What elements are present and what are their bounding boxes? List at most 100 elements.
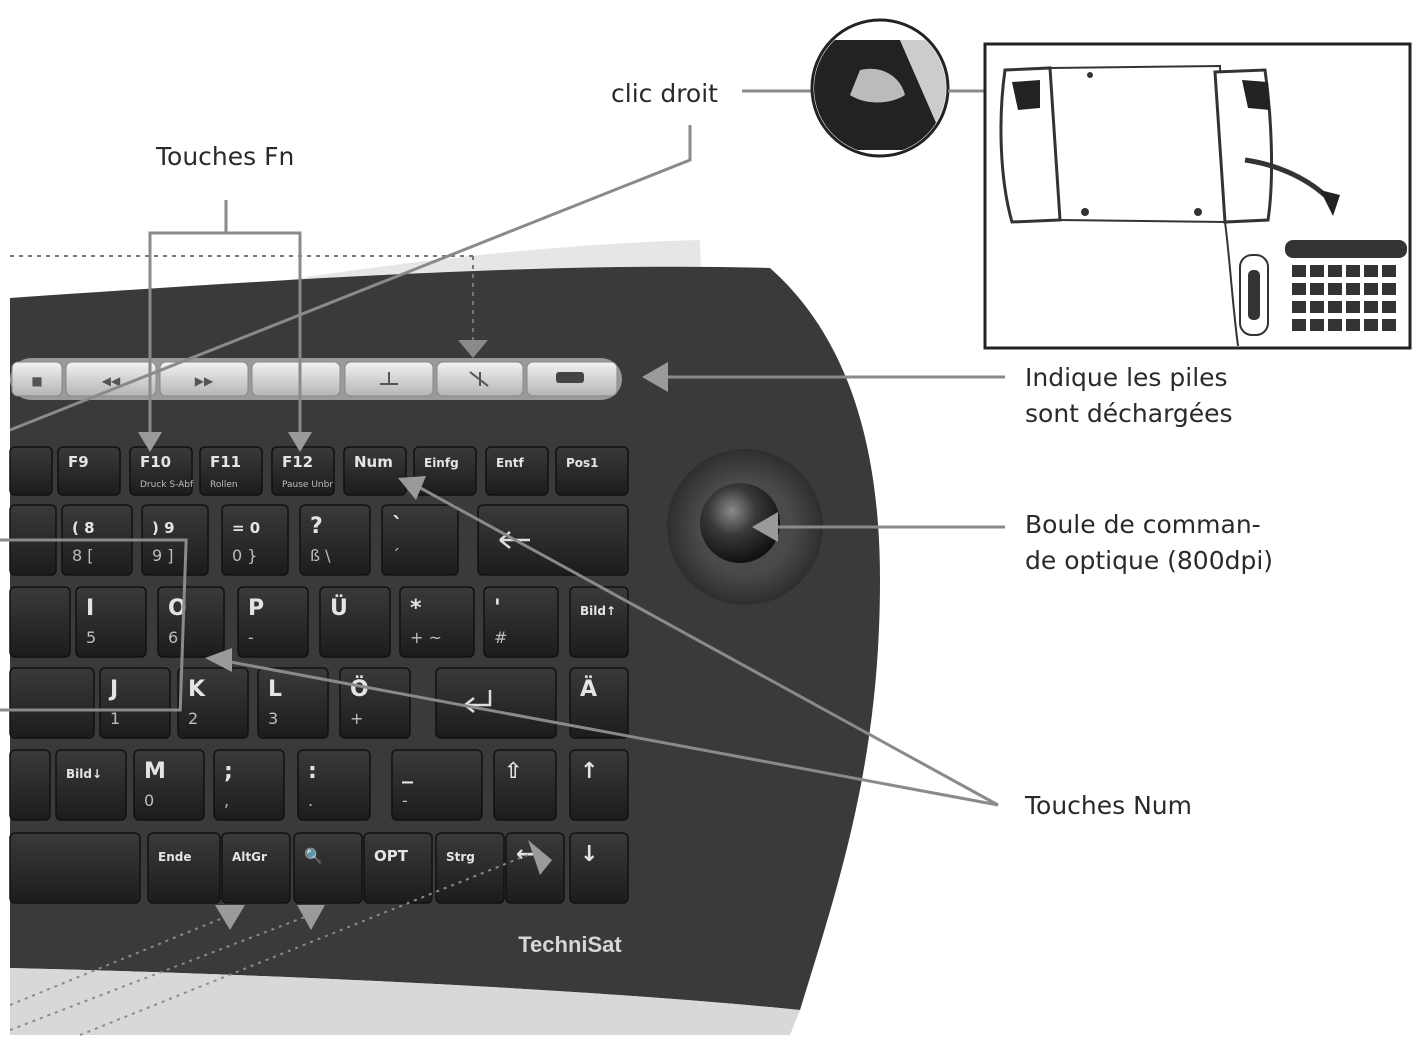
key-sublabel: 3 (268, 709, 278, 728)
key-label: M (144, 759, 166, 784)
key-comma[interactable]: ;, (213, 749, 285, 821)
key-p[interactable]: P- (237, 586, 309, 658)
key-ae[interactable]: Ä (569, 667, 629, 739)
key-label: ← (516, 842, 534, 867)
key-label: Ü (330, 595, 348, 621)
key-altgr[interactable]: AltGr (221, 832, 291, 904)
key-einfg[interactable]: Einfg (413, 446, 477, 496)
media-key-3[interactable] (251, 361, 341, 397)
arrow-num-cluster (205, 648, 232, 672)
key-sz[interactable]: ? ß \ (299, 504, 371, 576)
key-bildup[interactable]: Bild↑ (569, 586, 629, 658)
key-label: K (188, 677, 206, 702)
media-key-2[interactable]: ▶▶ (159, 361, 249, 397)
arrow-down-key (528, 840, 552, 875)
key-num[interactable]: Num (343, 446, 407, 496)
key-0[interactable]: = 00 } (221, 504, 289, 576)
key-label: ` (392, 514, 403, 539)
fn-bracket-left (148, 200, 228, 440)
partial-key-4[interactable] (9, 667, 95, 739)
partial-key-1[interactable] (9, 446, 53, 496)
key-down[interactable]: ↓ (569, 832, 629, 904)
arrow-num-key (398, 476, 426, 500)
key-bilddown[interactable]: Bild↓ (55, 749, 127, 821)
callout-touches-fn: Touches Fn (156, 142, 295, 171)
key-sublabel: ß \ (310, 546, 331, 565)
key-j[interactable]: J1 (99, 667, 171, 739)
key-minus[interactable]: _- (391, 749, 483, 821)
key-sublabel: # (494, 628, 507, 647)
backspace-key[interactable] (477, 504, 629, 576)
enter-key[interactable] (435, 667, 557, 739)
key-label: ( 8 (72, 519, 95, 537)
key-label: Ende (158, 850, 191, 864)
key-o[interactable]: O6 (157, 586, 225, 658)
key-i[interactable]: I5 (75, 586, 147, 658)
key-strg[interactable]: Strg (435, 832, 505, 904)
callout-clic-droit: clic droit (611, 79, 718, 108)
key-k[interactable]: K2 (177, 667, 249, 739)
partial-key-5[interactable] (9, 749, 51, 821)
key-f9[interactable]: F9 (57, 446, 121, 496)
key-accent[interactable]: `´ (381, 504, 459, 576)
media-key-1[interactable]: ◀◀ (65, 361, 157, 397)
mute-icon (469, 371, 489, 387)
key-opt[interactable]: OPT (363, 832, 433, 904)
media-key-0[interactable]: ■ (11, 361, 63, 397)
key-label: Bild↑ (580, 604, 616, 618)
key-label: P (248, 596, 264, 621)
key-sublabel: 0 (144, 791, 154, 810)
key-label: Einfg (424, 456, 459, 470)
key-entf[interactable]: Entf (485, 446, 549, 496)
key-label: ' (494, 596, 501, 621)
zoom-circle (810, 18, 950, 158)
arrow-altgr (215, 905, 245, 930)
key-sublabel: 8 [ (72, 546, 94, 565)
key-label: L (268, 677, 282, 702)
key-sublabel: . (308, 791, 313, 810)
arrow-trackball (752, 512, 778, 542)
callout-touches-num: Touches Num (1025, 791, 1193, 820)
callout-trackball-line2: de optique (800dpi) (1025, 546, 1274, 575)
partial-key-3[interactable] (9, 586, 71, 658)
key-sublabel: - (248, 628, 254, 647)
battery-inset-figure (983, 42, 1412, 350)
callout-battery-line2: sont déchargées (1025, 399, 1233, 428)
key-sublabel: + ~ (410, 628, 442, 647)
space-key[interactable] (9, 832, 141, 904)
key-label: ? (310, 514, 323, 539)
key-m[interactable]: M0 (133, 749, 205, 821)
key-hash[interactable]: '# (483, 586, 559, 658)
key-oe[interactable]: Ö+ (339, 667, 411, 739)
arrow-battery-key (458, 340, 488, 358)
key-sublabel: 0 } (232, 546, 257, 565)
key-label: OPT (374, 847, 409, 865)
callout-battery: Indique les piles sont déchargées (1025, 360, 1233, 432)
key-sublabel: 5 (86, 628, 96, 647)
dotted-guide-bottom-2 (9, 914, 311, 1031)
key-plus[interactable]: *+ ~ (399, 586, 475, 658)
callout-battery-line1: Indique les piles (1025, 363, 1228, 392)
key-sublabel: Rollen (210, 480, 238, 490)
key-up[interactable]: ↑ (569, 749, 629, 821)
key-l[interactable]: L3 (257, 667, 329, 739)
key-pos1[interactable]: Pos1 (555, 446, 629, 496)
key-left[interactable]: ← (505, 832, 565, 904)
trackball[interactable] (700, 483, 780, 563)
key-sublabel: 9 ] (152, 546, 174, 565)
key-sublabel: 1 (110, 709, 120, 728)
key-search[interactable]: 🔍 (293, 832, 363, 904)
key-ende[interactable]: Ende (147, 832, 221, 904)
key-label: : (308, 759, 317, 784)
key-shift[interactable]: ⇧ (493, 749, 557, 821)
key-sublabel: Druck S-Abf (140, 480, 194, 490)
key-label: Pos1 (566, 456, 599, 470)
key-label: F9 (68, 453, 89, 471)
arrow-f12 (288, 432, 312, 452)
key-period[interactable]: :. (297, 749, 371, 821)
key-ue[interactable]: Ü (319, 586, 391, 658)
